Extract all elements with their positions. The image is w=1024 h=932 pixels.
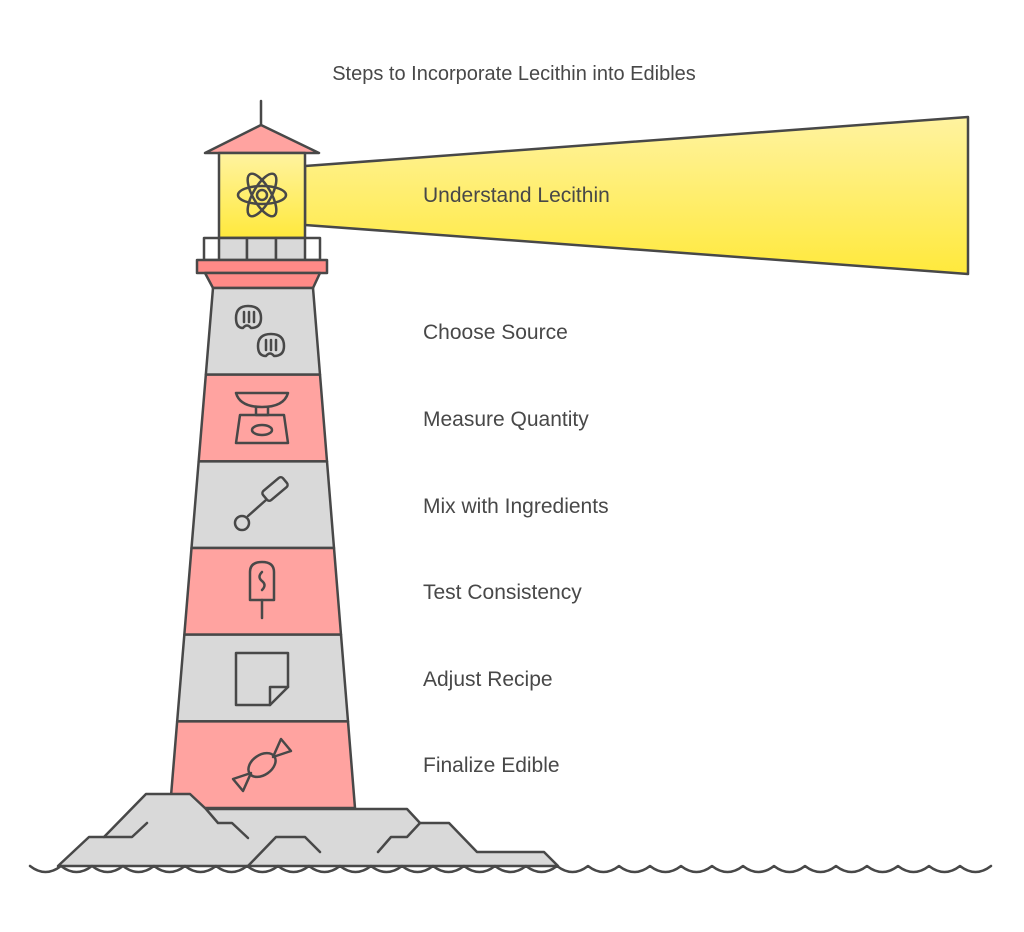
hand-mixer-icon [233,476,289,532]
atom-icon [236,172,288,218]
tower-band [190,460,336,550]
soybeans-icon [234,304,286,358]
tower-band [197,373,329,463]
waves [28,864,993,874]
step-label: Measure Quantity [423,408,589,431]
step-label: Mix with Ingredients [423,495,609,518]
balcony [195,258,329,275]
gallery-panel [274,236,307,262]
lighthouse-roof [203,123,321,155]
tower-band [168,720,357,810]
rock-lines [102,807,422,868]
kitchen-scale-icon [234,391,290,445]
step-label: Adjust Recipe [423,668,553,691]
light-beam [303,115,970,276]
note-icon [234,651,290,707]
lantern-room [217,151,307,240]
step-label: Test Consistency [423,581,582,604]
balcony-base [203,271,322,290]
gallery-panel [217,236,249,262]
diagram-title: Steps to Incorporate Lecithin into Edibl… [332,63,696,85]
candy-icon [231,737,293,793]
step-label: Understand Lecithin [423,184,610,207]
popsicle-icon [248,560,276,620]
tower-band [175,633,350,723]
gallery-panel [245,236,278,262]
step-label: Choose Source [423,321,568,344]
tower-band [204,286,322,376]
tower [168,286,357,810]
step-label: Finalize Edible [423,754,560,777]
